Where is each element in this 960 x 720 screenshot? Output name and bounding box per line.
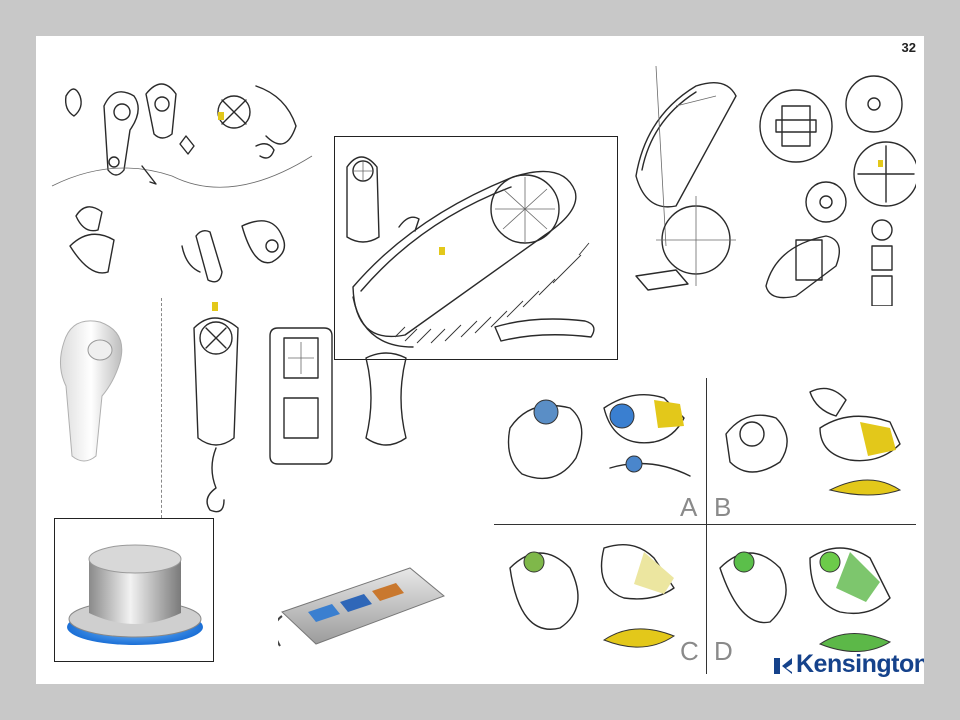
slide: 32 — [36, 36, 924, 684]
knob-photo — [67, 544, 203, 645]
concept-a-sketch — [507, 393, 691, 480]
sketch-remotes — [193, 302, 407, 513]
panel-label-a: A — [680, 492, 698, 522]
concept-d-sketch — [719, 547, 892, 653]
framed-sketch-panel — [334, 136, 618, 360]
brand-name: Kensington — [796, 650, 924, 678]
grid-vertical-divider — [706, 378, 707, 674]
page-number: 32 — [901, 40, 916, 55]
concept-c-sketch — [509, 544, 676, 648]
panel-label-d: D — [714, 636, 733, 666]
controller-photo — [60, 320, 123, 462]
kensington-logo: Kensington — [774, 650, 924, 680]
handheld-remote-sketch — [346, 156, 595, 348]
trackball-concept-grid: A B C D — [494, 378, 916, 674]
kensington-logo-icon — [774, 658, 792, 674]
knob-photo-frame — [54, 518, 214, 662]
sketch-top-right — [635, 66, 916, 306]
grid-horizontal-divider — [494, 524, 916, 525]
panel-label-b: B — [714, 492, 732, 522]
panel-label-c: C — [680, 636, 699, 666]
concept-b-sketch — [725, 387, 902, 496]
sketch-top-left — [51, 83, 313, 283]
lcd-keypad-photo — [278, 567, 445, 647]
dashed-divider — [161, 298, 162, 518]
